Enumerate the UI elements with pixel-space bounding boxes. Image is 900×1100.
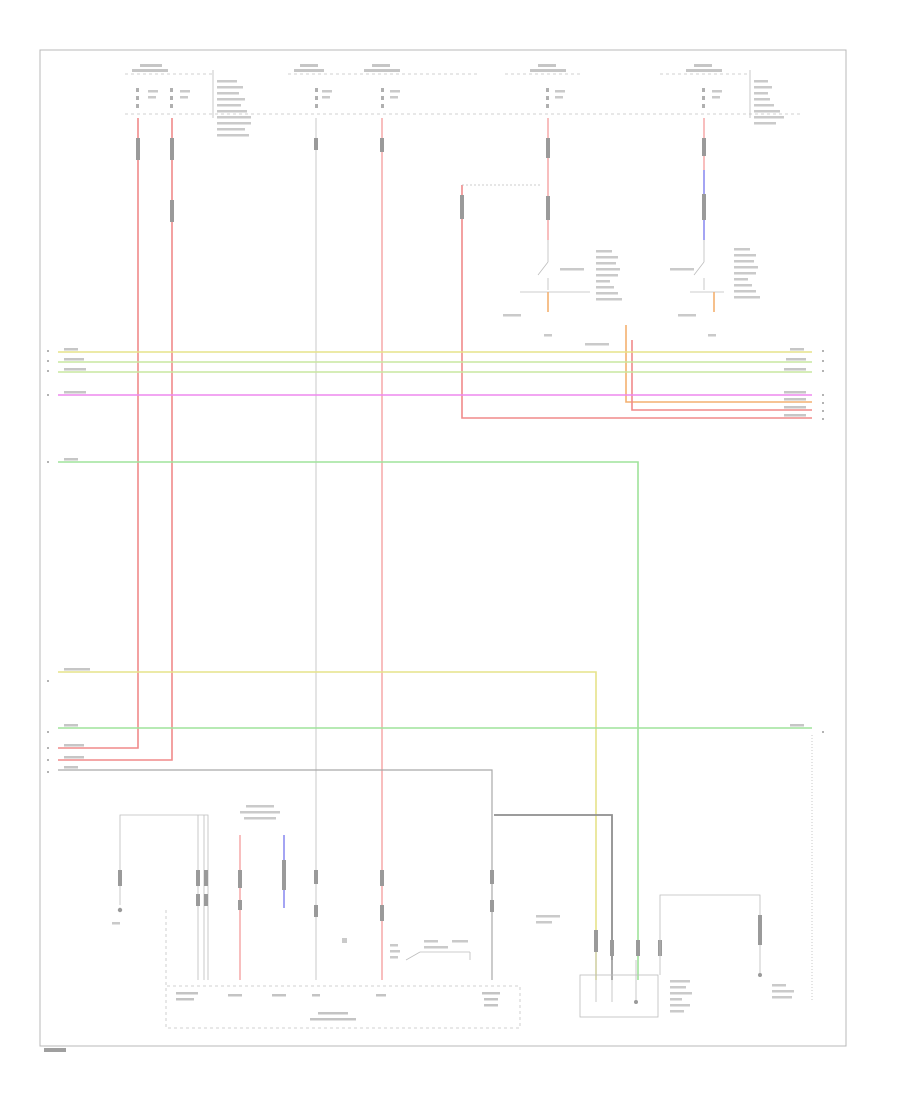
power-distribution-top: [125, 64, 800, 137]
riser-connectors: [136, 138, 706, 222]
right-component: [536, 894, 794, 1018]
wire-red-2: [631, 340, 812, 411]
bus-tick-marks-left: [47, 350, 49, 773]
footer-code-mark: [44, 1048, 66, 1052]
fuse-label-5: [686, 64, 722, 72]
bus-labels-right: [784, 348, 806, 727]
fuse-label-4: [530, 64, 566, 72]
bus-tick-marks-right: [822, 350, 824, 733]
fuse-label-3: [364, 64, 400, 72]
wire-orange-1: [625, 325, 812, 403]
fuse-marks: [136, 88, 705, 108]
fuse-small-text: [148, 90, 722, 99]
fuse-label-2: [294, 64, 324, 72]
control-module: [112, 805, 521, 1029]
riser-wires: [58, 118, 705, 980]
switch-right: [670, 240, 760, 337]
bus-wires: [58, 351, 812, 980]
wire-riser-2: [58, 118, 173, 761]
wire-riser-1: [58, 118, 139, 749]
wire-red-loop: [461, 185, 812, 419]
fuse-label-1: [132, 64, 168, 72]
diagram-border: [39, 49, 847, 1047]
wire-dark-crossover: [494, 814, 613, 980]
bus-labels-left: [64, 348, 90, 769]
fuse-description-left: [217, 80, 251, 137]
fuse-description-right: [754, 80, 784, 125]
switch-left: [503, 240, 622, 337]
